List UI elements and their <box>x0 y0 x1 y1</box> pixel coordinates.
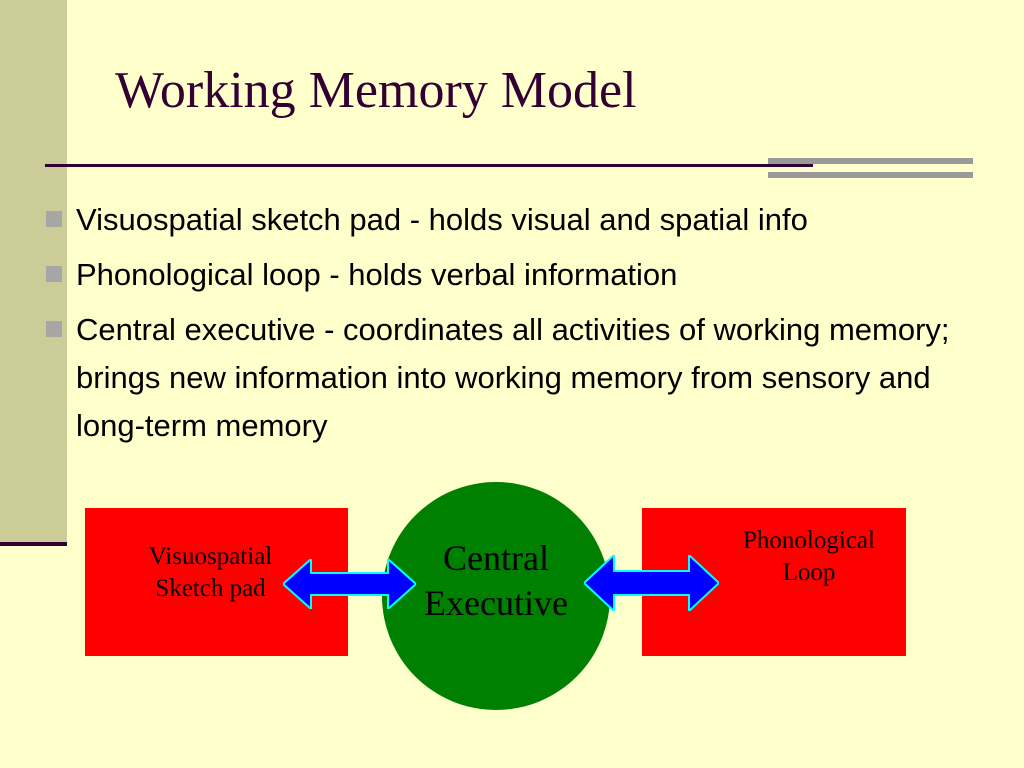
double-headed-arrow-icon <box>584 555 719 611</box>
bullet-list: Visuospatial sketch pad - holds visual a… <box>42 196 962 457</box>
square-bullet-icon <box>46 211 62 227</box>
visuospatial-label: Visuospatial Sketch pad <box>148 542 273 603</box>
central-executive-circle: Central Executive <box>382 482 610 710</box>
bullet-item-visuospatial: Visuospatial sketch pad - holds visual a… <box>42 196 962 244</box>
sidebar-underline <box>0 542 67 546</box>
phonological-label: Phonological Loop <box>743 526 875 587</box>
bullet-item-phonological: Phonological loop - holds verbal informa… <box>42 251 962 299</box>
square-bullet-icon <box>46 266 62 282</box>
bullet-text: Phonological loop - holds verbal informa… <box>76 257 678 292</box>
square-bullet-icon <box>46 321 62 337</box>
slide-title: Working Memory Model <box>115 62 637 119</box>
bullet-item-central-executive: Central executive - coordinates all acti… <box>42 306 962 450</box>
bullet-text: Central executive - coordinates all acti… <box>76 312 950 443</box>
divider-accent-top <box>768 158 973 164</box>
bullet-text: Visuospatial sketch pad - holds visual a… <box>76 202 808 237</box>
central-executive-label: Central Executive <box>424 538 568 623</box>
divider-accent-bottom <box>768 172 973 178</box>
double-headed-arrow-icon <box>283 559 416 609</box>
title-divider <box>45 164 813 167</box>
